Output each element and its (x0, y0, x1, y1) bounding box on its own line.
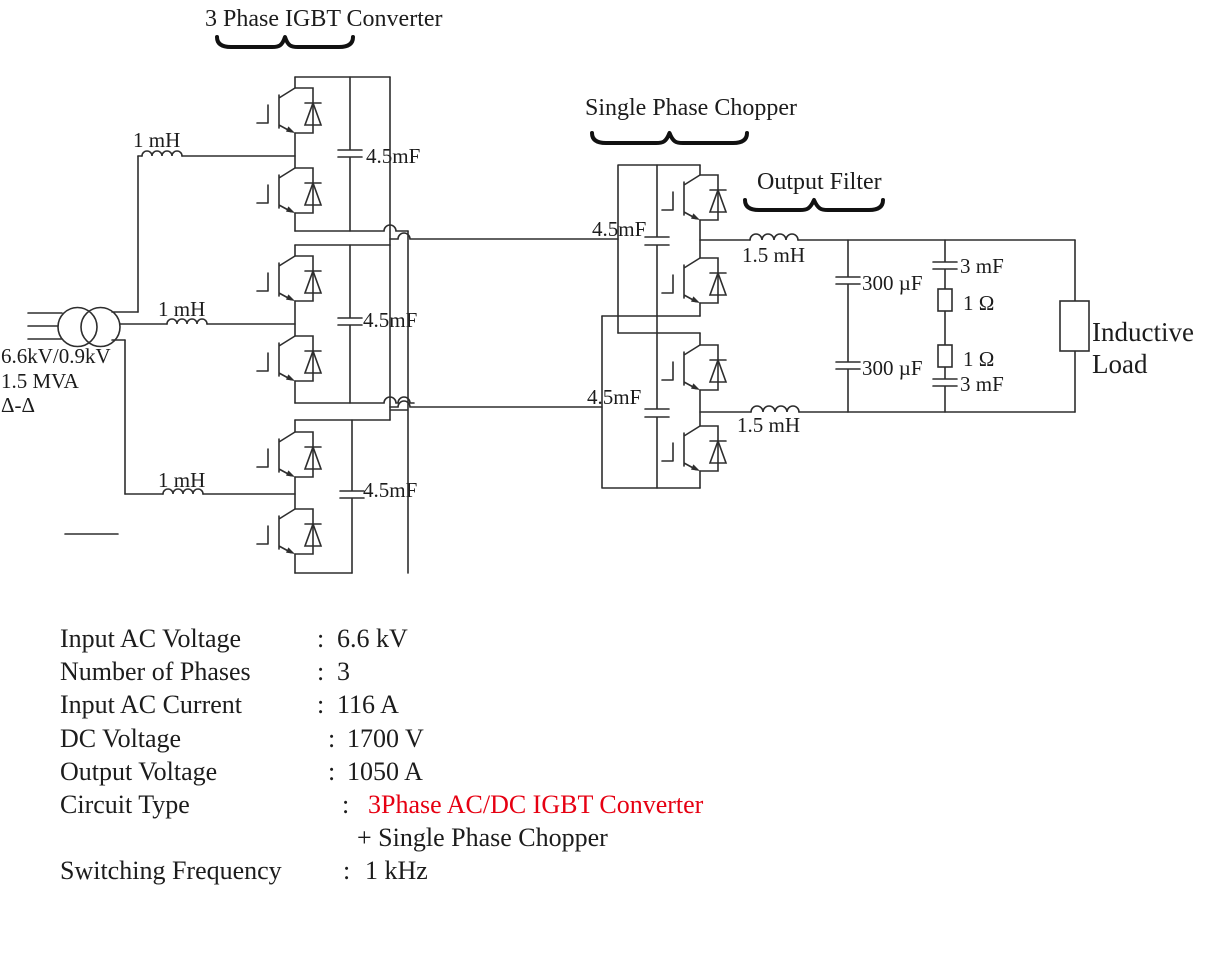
filter-capacitor-branch: 300 µF 300 µF (835, 239, 923, 413)
transformer-primary-winding (57, 306, 98, 348)
phase-line-2: 1 mH (119, 297, 296, 325)
grid-input-lines (27, 312, 63, 340)
spec-value-highlighted: 3Phase AC/DC IGBT Converter (368, 790, 704, 819)
spec-row-number-of-phases: Number of Phases : 3 (0, 657, 1205, 691)
chopper-capacitor-label-2: 4.5mF (587, 385, 641, 409)
spec-value: 1700 V (347, 724, 424, 753)
spec-row-input-ac-current: Input AC Current : 116 A (0, 690, 1205, 724)
spec-label: Output Voltage (60, 757, 218, 786)
filter-capacitor-label-2: 300 µF (862, 356, 923, 380)
spec-colon: : (342, 790, 350, 819)
input-inductor-label-1: 1 mH (133, 128, 180, 152)
spec-row-circuit-type: Circuit Type : 3Phase AC/DC IGBT Convert… (0, 790, 1205, 824)
spec-row-dc-voltage: DC Voltage : 1700 V (0, 724, 1205, 758)
chopper-brace (590, 131, 749, 145)
spec-value: 116 A (337, 690, 399, 719)
igbt-module (256, 167, 322, 214)
igbt-module (661, 425, 727, 472)
chopper-leg-1: 4.5mF (592, 164, 727, 334)
spec-label: Input AC Voltage (60, 624, 242, 653)
snubber-branch: 3 mF 1 Ω 1 Ω 3 mF (932, 239, 1004, 413)
converter-brace (215, 35, 355, 49)
igbt-module (661, 174, 727, 221)
spec-label: DC Voltage (60, 724, 182, 753)
spec-colon: : (317, 657, 325, 686)
output-inductor-label-2: 1.5 mH (737, 413, 800, 437)
transformer-ratio-label: 6.6kV/0.9kV (1, 344, 111, 368)
section-titles: 3 Phase IGBT Converter Single Phase Chop… (205, 6, 885, 212)
spec-colon: : (328, 757, 336, 786)
output-line-bottom: 1.5 mH (699, 405, 1076, 437)
phase-line-1: 1 mH (133, 128, 296, 157)
input-bus (124, 155, 139, 495)
spec-row-input-ac-voltage: Input AC Voltage : 6.6 kV (0, 624, 1205, 658)
igbt-module (256, 255, 322, 302)
chopper-dc-capacitors (644, 164, 670, 489)
dc-capacitor-label-1: 4.5mF (366, 144, 420, 168)
spec-value: 1 kHz (365, 856, 428, 885)
igbt-module (256, 431, 322, 478)
output-line-top: 1.5 mH (699, 233, 1076, 267)
inductor-coil (750, 405, 800, 413)
transformer-secondary-winding (80, 306, 121, 348)
igbt-module (661, 257, 727, 304)
igbt-module (256, 335, 322, 382)
transformer-power-label: 1.5 MVA (1, 369, 80, 393)
chopper-title: Single Phase Chopper (585, 95, 797, 121)
spec-value: 1050 A (347, 757, 423, 786)
snubber-capacitor-label-1: 3 mF (960, 254, 1004, 278)
snubber-resistor-label-2: 1 Ω (963, 347, 994, 371)
converter-leg-1: 4.5mF (256, 76, 420, 232)
circuit-diagram: 3 Phase IGBT Converter Single Phase Chop… (1, 6, 1194, 574)
output-inductor-label-1: 1.5 mH (742, 243, 805, 267)
chopper-leg-2: 4.5mF (587, 315, 727, 489)
load-label-line1: Inductive (1092, 317, 1194, 347)
phase-line-3: 1 mH (124, 468, 296, 495)
snubber-capacitor-label-2: 3 mF (960, 372, 1004, 396)
spec-value: 6.6 kV (337, 624, 408, 653)
snubber-resistor-label-1: 1 Ω (963, 291, 994, 315)
output-filter-title: Output Filter (757, 169, 882, 195)
spec-colon: : (317, 690, 325, 719)
spec-row-switching-frequency: Switching Frequency : 1 kHz (0, 856, 1205, 890)
spec-value: + Single Phase Chopper (357, 823, 608, 852)
output-filter-brace (743, 198, 885, 212)
spec-colon: : (328, 724, 336, 753)
spec-label: Switching Frequency (60, 856, 282, 885)
dc-capacitor-label-3: 4.5mF (363, 478, 417, 502)
resistor-body (937, 344, 953, 368)
resistor-body (937, 288, 953, 312)
spec-value: 3 (337, 657, 350, 686)
filter-capacitor-label-1: 300 µF (862, 271, 923, 295)
input-inductor-label-3: 1 mH (158, 468, 205, 492)
load-body (1059, 300, 1090, 352)
spec-row-circuit-type-continued: + Single Phase Chopper (0, 823, 1205, 857)
spec-colon: : (317, 624, 325, 653)
inductor-coil (749, 233, 799, 241)
igbt-module (256, 87, 322, 134)
transformer: 6.6kV/0.9kV 1.5 MVA Δ-Δ (1, 306, 139, 417)
converter-leg-3: 4.5mF (256, 419, 417, 574)
spec-label: Input AC Current (60, 690, 242, 719)
load-label-line2: Load (1092, 349, 1148, 379)
igbt-module (256, 508, 322, 555)
converter-title: 3 Phase IGBT Converter (205, 6, 443, 32)
spec-row-output-voltage: Output Voltage : 1050 A (0, 757, 1205, 791)
transformer-winding-label: Δ-Δ (1, 393, 35, 417)
inductive-load: Inductive Load (1059, 239, 1194, 413)
spec-label: Circuit Type (60, 790, 190, 819)
igbt-module (661, 344, 727, 391)
dc-bus (389, 76, 619, 574)
spec-label: Number of Phases (60, 657, 251, 686)
input-inductor-label-2: 1 mH (158, 297, 205, 321)
spec-colon: : (343, 856, 351, 885)
chopper-capacitor-label-1: 4.5mF (592, 217, 646, 241)
